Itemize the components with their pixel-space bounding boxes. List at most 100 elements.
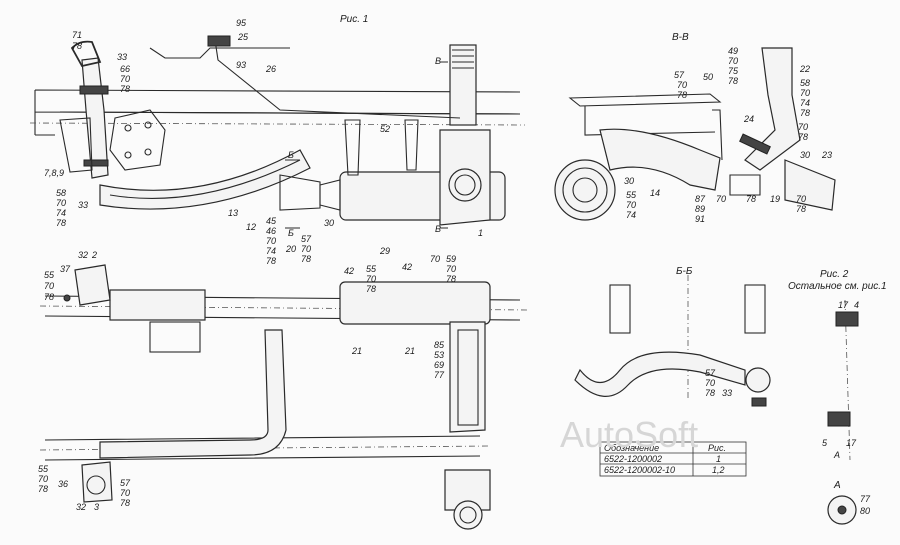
callout-78f: 78 <box>44 292 54 302</box>
fig2-callout-80: 80 <box>860 506 870 516</box>
pipe-13 <box>99 149 311 210</box>
fig1-bottom-labels: 55 70 78 37 32 2 42 55 70 78 29 42 70 59… <box>38 246 456 512</box>
vv-callout-70c: 70 <box>800 88 810 98</box>
right-stack <box>449 44 477 126</box>
watermark: AutoSoft <box>560 414 698 455</box>
callout-78c: 78 <box>56 218 66 228</box>
callout-95: 95 <box>236 18 247 28</box>
vv-callout-70e: 70 <box>626 200 636 210</box>
callout-33: 33 <box>117 52 127 62</box>
callout-74b: 74 <box>266 246 276 256</box>
fig2-detail <box>827 299 859 525</box>
vv-callout-74: 74 <box>800 98 810 108</box>
vv-callout-89: 89 <box>695 204 705 214</box>
vv-callout-14: 14 <box>650 188 660 198</box>
vv-labels: 57 70 78 50 49 70 75 78 22 58 70 74 78 2… <box>624 46 832 224</box>
callout-70: 70 <box>120 74 130 84</box>
section-mark-b-top: Б <box>288 150 294 160</box>
vv-callout-78: 78 <box>677 90 687 100</box>
bb-callout-57: 57 <box>705 368 716 378</box>
caption-bb: Б-Б <box>676 266 693 277</box>
callout-33b: 33 <box>78 200 88 210</box>
fig2-callout-4: 4 <box>854 300 859 310</box>
fig1-plan-view <box>39 264 531 530</box>
callout-78e: 78 <box>301 254 311 264</box>
vv-callout-19: 19 <box>770 194 780 204</box>
callout-32a: 32 <box>78 250 88 260</box>
vv-callout-70d: 70 <box>798 122 808 132</box>
callout-25: 25 <box>237 32 249 42</box>
caption-fig1: Рис. 1 <box>340 14 368 25</box>
callout-46: 46 <box>266 226 276 236</box>
table-row2-designation: 6522-1200002-10 <box>604 465 675 475</box>
bb-bracket-right <box>744 284 766 334</box>
caption-fig2: Рис. 2 <box>820 269 849 280</box>
callout-29: 29 <box>379 246 390 256</box>
vv-callout-30: 30 <box>800 150 810 160</box>
callout-58: 58 <box>56 188 66 198</box>
fig1-top-labels: 71 78 33 66 70 78 7,8,9 58 70 74 78 33 9… <box>44 18 483 266</box>
fig2-callout-17b: 17 <box>846 438 857 448</box>
fig2-labels: 17 4 5 17 77 80 <box>822 300 871 516</box>
plan-connecting-pipe <box>99 329 287 459</box>
callout-71: 71 <box>72 30 82 40</box>
plan-crossmember <box>109 289 206 321</box>
callout-78h: 78 <box>446 274 456 284</box>
callout-69: 69 <box>434 360 444 370</box>
frame-centerline <box>29 122 526 126</box>
callout-70g: 70 <box>430 254 440 264</box>
vv-callout-22: 22 <box>799 64 810 74</box>
callout-13: 13 <box>228 208 238 218</box>
callout-45: 45 <box>266 216 277 226</box>
vv-callout-55: 55 <box>626 190 637 200</box>
plan-muffler <box>339 281 491 325</box>
fig1-top-view <box>29 35 526 229</box>
callout-66: 66 <box>120 64 130 74</box>
section-mark-b-bottom: Б <box>288 228 294 238</box>
section-mark-v-top: В <box>435 56 441 66</box>
callout-55c: 55 <box>38 464 49 474</box>
vv-callout-70g: 70 <box>796 194 806 204</box>
vv-callout-58: 58 <box>800 78 810 88</box>
callout-85: 85 <box>434 340 445 350</box>
callout-20: 20 <box>285 244 296 254</box>
callout-78b: 78 <box>120 84 130 94</box>
vv-callout-24: 24 <box>743 114 754 124</box>
bb-labels: 57 70 78 33 <box>705 368 732 398</box>
vv-callout-70b: 70 <box>728 56 738 66</box>
table-header-designation: Обозначение <box>604 443 659 453</box>
vv-callout-91: 91 <box>695 214 705 224</box>
pipe-elbow-top <box>70 40 102 68</box>
callout-93: 93 <box>236 60 246 70</box>
designation-table: Обозначение Рис. 6522-1200002 1 6522-120… <box>599 441 747 477</box>
callout-70b: 70 <box>56 198 66 208</box>
callout-77: 77 <box>434 370 445 380</box>
crossmember-plate <box>109 109 166 171</box>
fig2-lower-clamp <box>827 411 851 427</box>
callout-42a: 42 <box>344 266 354 276</box>
vv-callout-78f: 78 <box>796 204 806 214</box>
callout-2: 2 <box>91 250 97 260</box>
callout-74: 74 <box>56 208 66 218</box>
cable-26 <box>214 39 461 119</box>
callout-a: А <box>833 450 840 460</box>
vv-callout-70: 70 <box>677 80 687 90</box>
section-vv <box>554 47 836 221</box>
callout-70f: 70 <box>366 274 376 284</box>
callout-52: 52 <box>380 124 390 134</box>
callout-42b: 42 <box>402 262 412 272</box>
callout-21b: 21 <box>404 346 415 356</box>
vv-vertical-stack <box>744 47 801 171</box>
callout-55b: 55 <box>366 264 377 274</box>
callout-53: 53 <box>434 350 444 360</box>
section-mark-v-bottom: В <box>435 224 441 234</box>
callout-78i: 78 <box>38 484 48 494</box>
callout-57: 57 <box>301 234 312 244</box>
vv-callout-74b: 74 <box>626 210 636 220</box>
callout-36: 36 <box>58 479 68 489</box>
bb-callout-70: 70 <box>705 378 715 388</box>
table-row1-fig: 1 <box>716 454 721 464</box>
callout-70e: 70 <box>44 281 54 291</box>
vv-callout-49: 49 <box>728 46 738 56</box>
callout-78d: 78 <box>266 256 276 266</box>
